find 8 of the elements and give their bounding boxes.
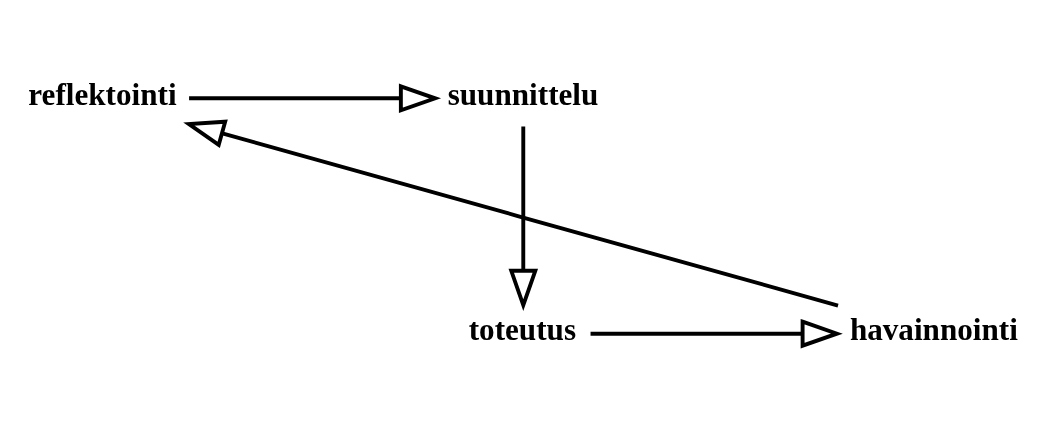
arrow [183,119,839,308]
node-text: havainnointi [849,311,1018,347]
node-text: reflektointi [28,76,177,112]
node-text: toteutus [468,311,577,347]
node-text: suunnittelu [447,76,599,112]
arrow [508,126,539,311]
arrow [189,83,442,114]
arrow [590,318,843,349]
